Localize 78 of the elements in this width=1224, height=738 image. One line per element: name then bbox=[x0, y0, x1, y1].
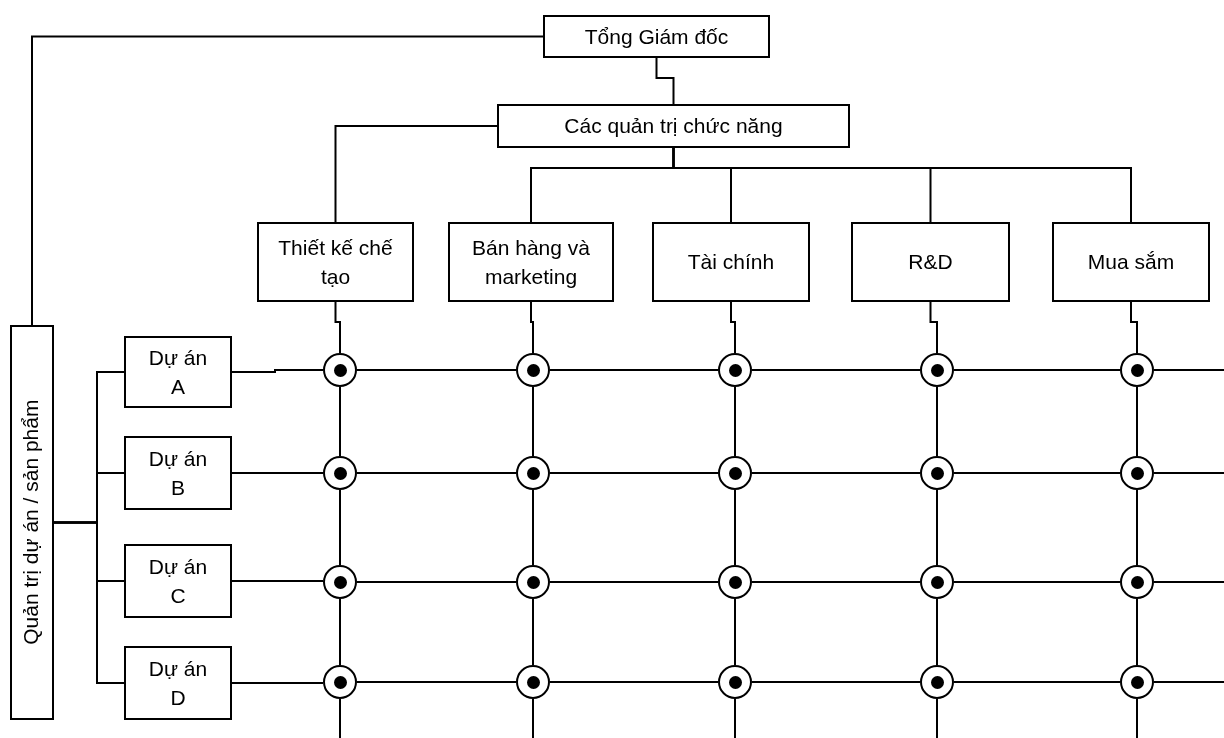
connector-line bbox=[532, 386, 534, 457]
connector-line bbox=[936, 598, 938, 666]
department-box bbox=[652, 222, 810, 302]
connector-line bbox=[672, 147, 1132, 223]
connector-line bbox=[356, 681, 517, 683]
connector-line bbox=[1153, 681, 1224, 683]
connector-line bbox=[339, 598, 341, 666]
project-box bbox=[124, 336, 232, 408]
box-label: Các quản trị chức năng bbox=[563, 113, 784, 140]
connector-line bbox=[549, 472, 719, 474]
connector-line bbox=[734, 386, 736, 457]
connector-line bbox=[936, 386, 938, 457]
connector-line bbox=[356, 472, 517, 474]
connector-line bbox=[734, 489, 736, 566]
project-box bbox=[124, 436, 232, 510]
connector-line bbox=[339, 489, 341, 566]
connector-line bbox=[549, 369, 719, 371]
connector-line bbox=[953, 369, 1121, 371]
connector-line bbox=[231, 682, 324, 684]
connector-line bbox=[532, 698, 534, 738]
connector-line bbox=[339, 386, 341, 457]
connector-line bbox=[1136, 698, 1138, 738]
project-box bbox=[124, 544, 232, 618]
department-box bbox=[257, 222, 414, 302]
connector-line bbox=[231, 369, 324, 373]
connector-line bbox=[751, 681, 921, 683]
connector-line bbox=[1153, 369, 1224, 371]
connector-line bbox=[334, 125, 498, 223]
connector-line bbox=[1136, 386, 1138, 457]
connector-line bbox=[334, 301, 341, 354]
connector-line bbox=[953, 581, 1121, 583]
box-label: Dự án B bbox=[147, 445, 209, 501]
box-label: Bán hàng và marketing bbox=[471, 234, 591, 290]
box-label: Quản trị dự án / sản phẩm bbox=[18, 399, 44, 646]
connector-line bbox=[231, 580, 324, 582]
connector-line bbox=[751, 581, 921, 583]
connector-line bbox=[532, 598, 534, 666]
connector-line bbox=[929, 301, 938, 354]
connector-line bbox=[730, 301, 736, 354]
connector-line bbox=[1153, 472, 1224, 474]
connector-line bbox=[1136, 489, 1138, 566]
box-label: Mua sắm bbox=[1086, 249, 1176, 276]
department-box bbox=[1052, 222, 1210, 302]
connector-line bbox=[356, 581, 517, 583]
connector-line bbox=[1136, 598, 1138, 666]
connector-line bbox=[734, 598, 736, 666]
department-box bbox=[851, 222, 1010, 302]
connector-line bbox=[53, 521, 125, 684]
box-label: Tài chính bbox=[686, 249, 776, 276]
box-label: R&D bbox=[907, 249, 954, 276]
manager-box bbox=[10, 325, 54, 720]
connector-line bbox=[751, 472, 921, 474]
connector-line bbox=[549, 581, 719, 583]
connector-line bbox=[231, 472, 324, 474]
box-label: Tổng Giám đốc bbox=[583, 23, 730, 50]
connector-line bbox=[532, 489, 534, 566]
box-label: Thiết kế chế tạo bbox=[277, 234, 394, 290]
connector-line bbox=[936, 489, 938, 566]
connector-line bbox=[530, 301, 534, 354]
connector-line bbox=[1153, 581, 1224, 583]
manager-box bbox=[543, 15, 770, 58]
connector-line bbox=[734, 698, 736, 738]
connector-line bbox=[339, 698, 341, 738]
connector-line bbox=[936, 698, 938, 738]
box-label: Dự án C bbox=[147, 553, 209, 609]
connector-line bbox=[751, 369, 921, 371]
department-box bbox=[448, 222, 614, 302]
connector-line bbox=[31, 35, 544, 326]
manager-box bbox=[497, 104, 850, 148]
connector-line bbox=[1130, 301, 1138, 354]
connector-line bbox=[953, 681, 1121, 683]
box-label: Dự án D bbox=[147, 655, 209, 711]
connector-line bbox=[655, 57, 675, 105]
box-label: Dự án A bbox=[147, 344, 209, 400]
connector-line bbox=[953, 472, 1121, 474]
connector-line bbox=[549, 681, 719, 683]
connector-line bbox=[356, 369, 517, 371]
project-box bbox=[124, 646, 232, 720]
